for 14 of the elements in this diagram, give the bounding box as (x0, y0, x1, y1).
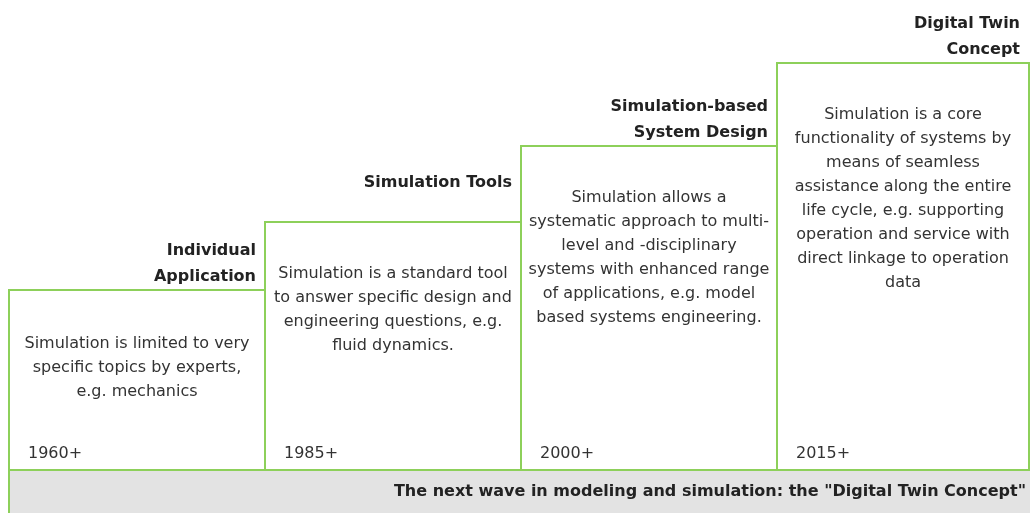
step-description: Simulation allows a systematic approach to multi-level and -disciplinary systems with enhanced range of applications, e.g. model based systems engineering. (528, 186, 770, 328)
year-label: 1960+ (28, 443, 83, 462)
step-heading: Digital Twin Concept (913, 12, 1020, 60)
step-heading: Individual Application (152, 239, 256, 287)
banner-text: The next wave in modeling and simulation: the "Digital Twin Concept" (393, 481, 1026, 500)
step-heading: Simulation Tools (362, 171, 512, 193)
step-description: Simulation is a standard tool to answer specific design and engineering questions, e.g. fluid dynamics. (273, 262, 513, 356)
step-description: Simulation is a core functionality of systems by means of seamless assistance along the entire life cycle, e.g. supporting operation and service with direct linkage to operation data (793, 103, 1013, 293)
step-heading: Simulation-based System Design (609, 95, 768, 143)
year-label: 2015+ (796, 443, 851, 462)
step-description: Simulation is limited to very specific topics by experts, e.g. mechanics (23, 332, 251, 402)
banner-band (8, 469, 1030, 513)
year-label: 2000+ (540, 443, 595, 462)
year-label: 1985+ (284, 443, 339, 462)
